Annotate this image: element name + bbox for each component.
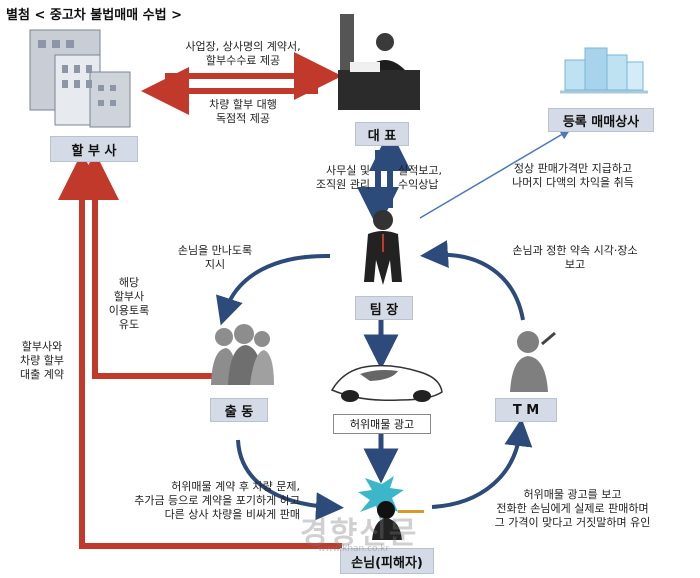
node-capital: 할 부 사	[50, 136, 138, 162]
label-ceo-up-1: 실적보고,	[398, 164, 442, 177]
label-victim-capital-1: 할부사와	[21, 340, 63, 353]
label-from-capital-1: 차량 할부 대행	[209, 98, 277, 111]
node-tm: T M	[495, 398, 557, 422]
label-from-capital-2: 독점적 제공	[215, 112, 271, 125]
label-victim-tm-2: 전화한 손님에게 실제로 판매하며	[496, 502, 649, 515]
team-leader-icon	[364, 210, 402, 285]
label-ceo-down-1: 사무실 및	[326, 164, 370, 177]
label-ceo-up-2: 수익상납	[398, 178, 439, 191]
label-victim-capital-3: 대출 계약	[20, 368, 64, 381]
arrow-victim-to-tm	[431, 418, 533, 509]
watermark-url: www.khan.co.kr	[318, 544, 390, 554]
label-dispatch-capital-3: 이용토록	[108, 304, 150, 317]
car-icon	[330, 364, 443, 402]
arrow-to-dealer	[419, 129, 571, 219]
boss-desk-icon	[338, 14, 420, 110]
label-tm-leader-1: 손님과 정한 약속 시각·장소	[512, 244, 638, 257]
dealer-building-icon	[560, 47, 648, 94]
arrow-victim-to-capital	[58, 152, 342, 549]
label-to-capital-1: 사업장, 상사명의 계약서,	[185, 40, 301, 53]
arrow-leader-to-dispatch	[216, 253, 331, 326]
label-dealer-2: 나머지 다액의 차익을 취득	[512, 176, 634, 189]
label-dispatch-capital-2: 할부사	[113, 290, 145, 303]
arrow-dispatch-to-victim	[236, 439, 344, 521]
arrow-tm-to-leader	[420, 240, 525, 321]
building-icon	[29, 29, 131, 128]
label-dealer-1: 정상 판매가격만 지급하고	[513, 162, 633, 175]
label-dispatch-capital-4: 유도	[118, 318, 140, 331]
label-dispatch-victim-3: 다른 상사 차량을 비싸게 판매	[164, 508, 300, 521]
label-leader-dispatch-2: 지시	[204, 258, 226, 271]
watermark: 경향신문	[300, 516, 419, 551]
label-to-capital-2: 할부수수료 제공	[205, 54, 281, 67]
label-victim-capital-2: 차량 할부	[20, 354, 64, 367]
page-title: 별첨 < 중고차 불법매매 수법 >	[6, 8, 182, 23]
label-tm-leader-2: 보고	[564, 258, 586, 271]
label-victim-tm-1: 허위매물 광고를 보고	[523, 488, 622, 501]
node-ceo: 대 표	[355, 122, 409, 146]
label-dispatch-capital-1: 해당	[118, 276, 140, 289]
label-leader-dispatch-1: 손님을 만나도록	[177, 244, 253, 257]
node-ad: 허위매물 광고	[333, 414, 431, 434]
label-dispatch-victim-1: 허위매물 계약 후 차량 문제,	[171, 480, 300, 493]
people-group-icon	[211, 324, 274, 385]
arrow-dispatch-to-capital	[71, 152, 213, 379]
victim-icon	[358, 476, 424, 540]
label-dispatch-victim-2: 추가금 등으로 계약을 포기하게 하고	[134, 494, 300, 507]
node-victim: 손님(피해자)	[340, 548, 434, 574]
node-leader: 팀 장	[355, 296, 413, 320]
node-dealer: 등록 매매상사	[548, 108, 654, 132]
phone-person-icon	[510, 331, 556, 392]
node-dispatch: 출 동	[210, 398, 268, 422]
label-ceo-down-2: 조직원 관리	[315, 178, 370, 191]
label-victim-tm-3: 그 가격이 맞다고 거짓말하며 유인	[494, 516, 651, 529]
